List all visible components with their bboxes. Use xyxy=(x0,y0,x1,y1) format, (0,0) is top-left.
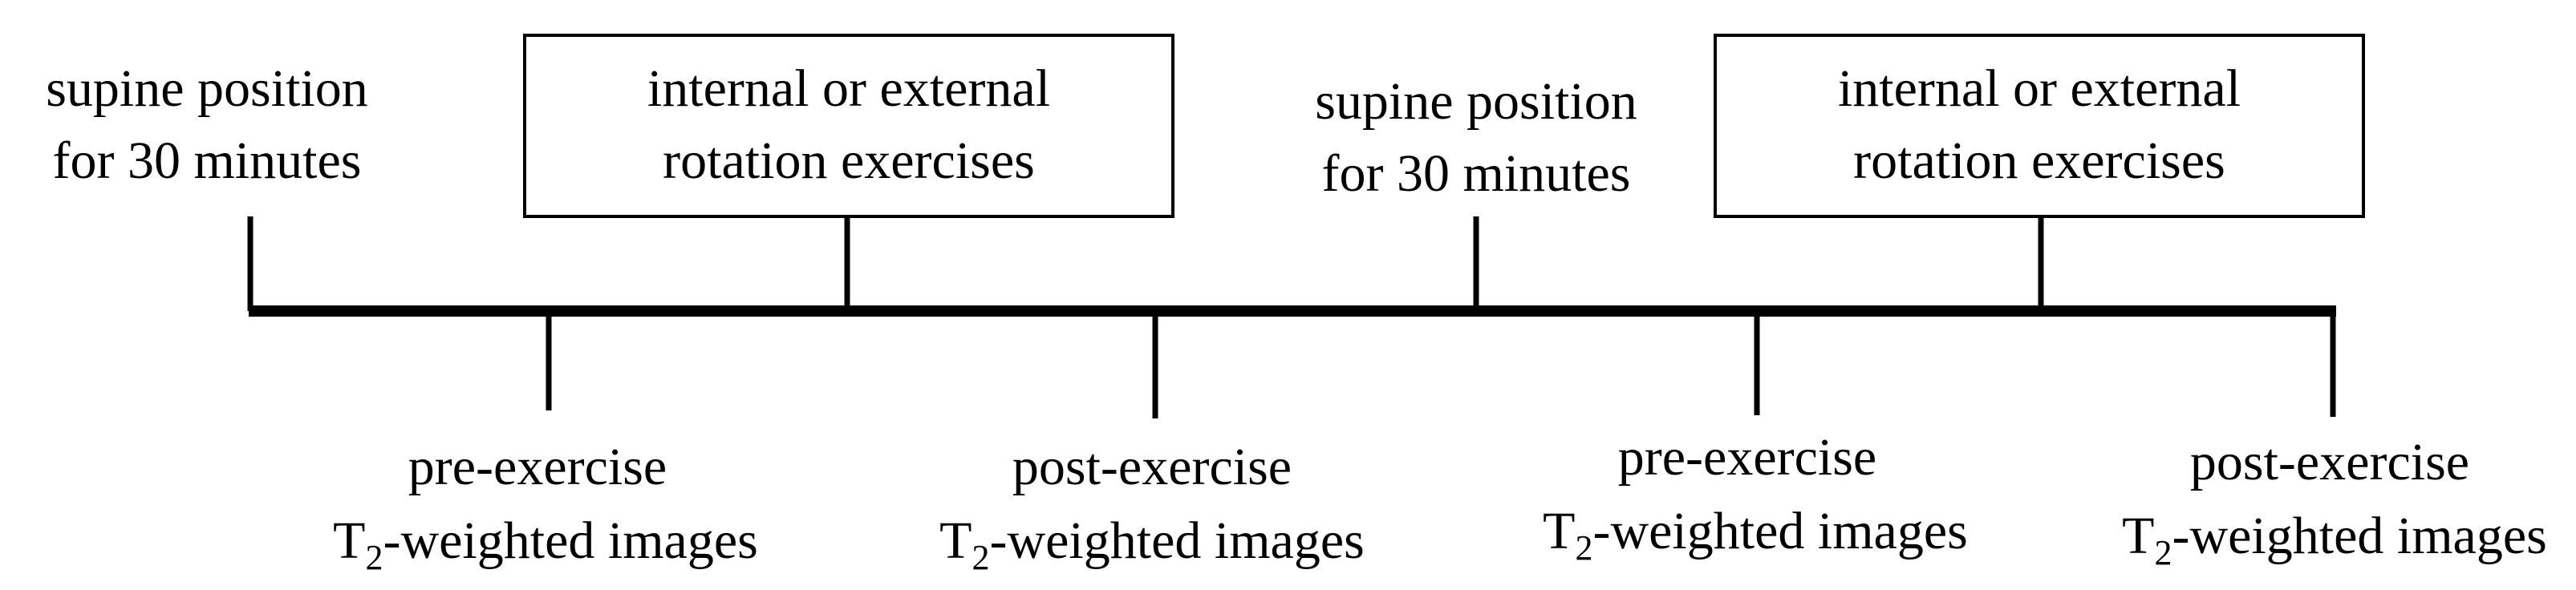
pre-exercise-label-1: pre-exercise xyxy=(408,438,667,496)
exercise-label-2-line1: internal or external xyxy=(1838,59,2241,118)
exercise-label-1-line1: internal or external xyxy=(647,59,1050,118)
t2-weighted-label-4: T2-weighted images xyxy=(2122,507,2547,572)
supine-label-2-line1: supine position xyxy=(1315,72,1637,131)
supine-label-1-line2: for 30 minutes xyxy=(53,131,362,190)
supine-label-1-line1: supine position xyxy=(46,59,368,118)
exercise-label-1-line2: rotation exercises xyxy=(663,131,1035,190)
t2-weighted-label-2: T2-weighted images xyxy=(939,511,1365,577)
exercise-box-2 xyxy=(1714,34,2365,218)
post-exercise-label-1: post-exercise xyxy=(1012,438,1292,496)
pre-exercise-label-2: pre-exercise xyxy=(1618,428,1876,487)
t2-weighted-label-3: T2-weighted images xyxy=(1543,502,1968,568)
exercise-box-1 xyxy=(523,34,1174,218)
post-exercise-label-2: post-exercise xyxy=(2190,433,2469,491)
t2-weighted-label-1: T2-weighted images xyxy=(333,511,758,577)
exercise-label-2-line2: rotation exercises xyxy=(1853,131,2225,190)
supine-label-2-line2: for 30 minutes xyxy=(1322,144,1631,203)
